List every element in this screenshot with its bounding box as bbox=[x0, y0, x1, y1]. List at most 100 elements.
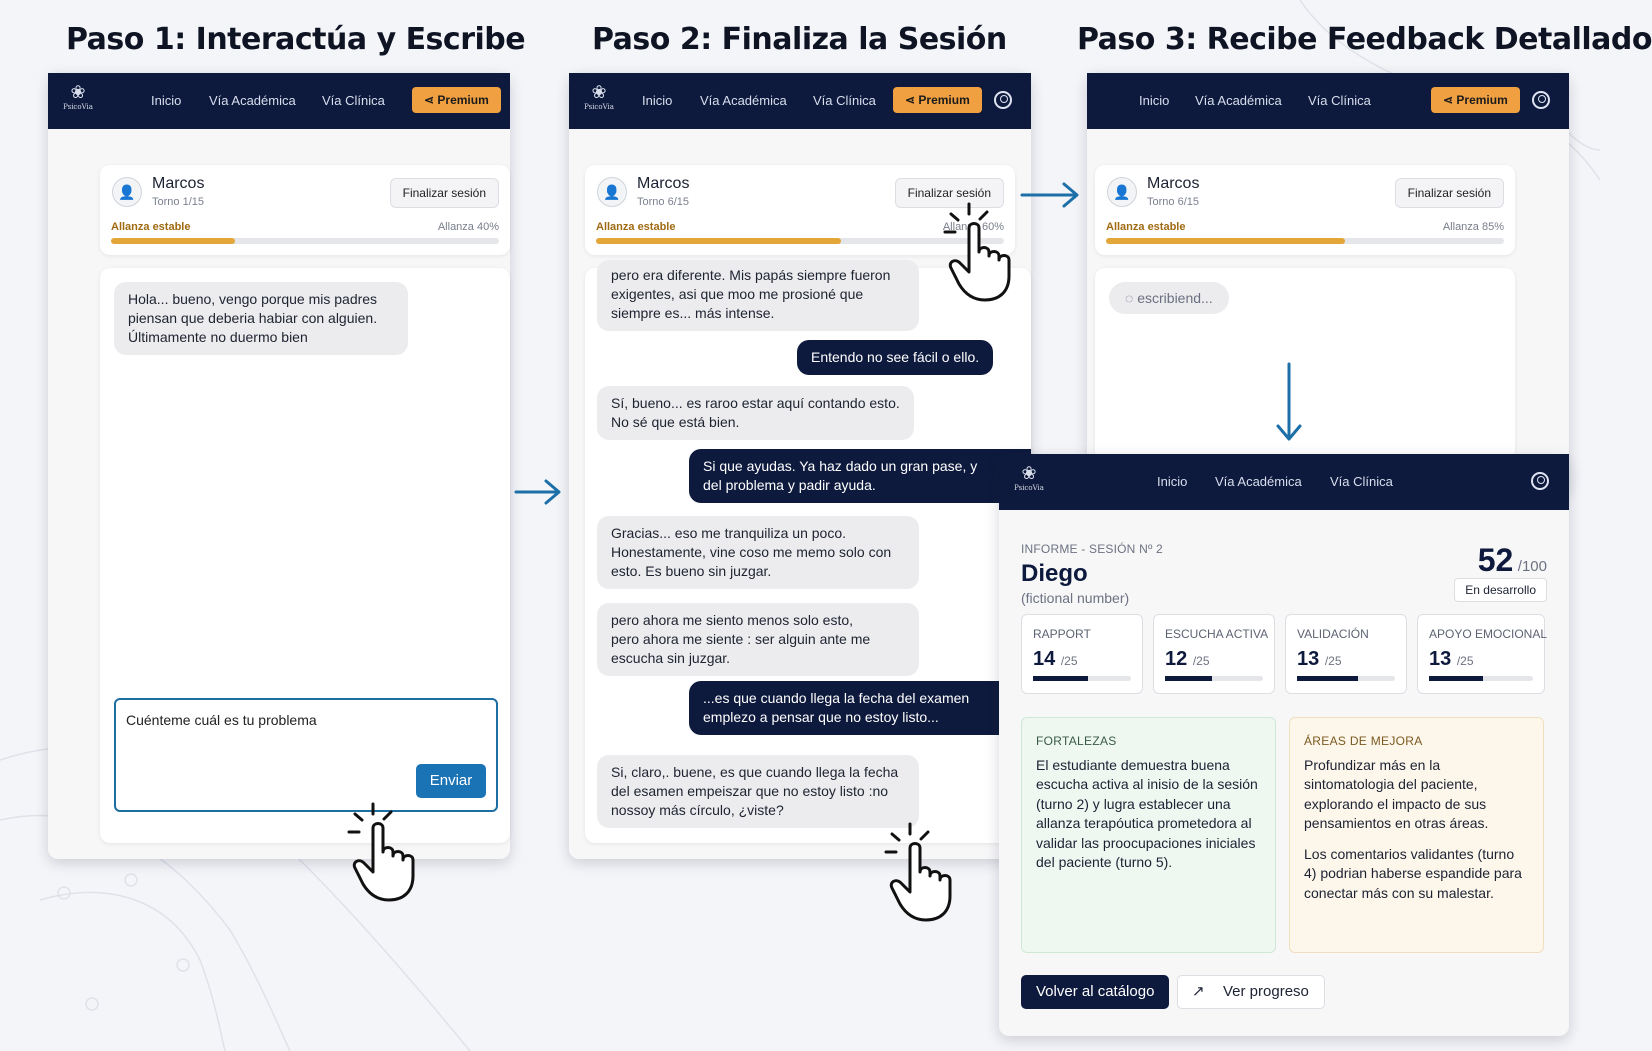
arrow-right-icon bbox=[1020, 182, 1079, 208]
total-score: 52 /100 bbox=[1478, 542, 1547, 579]
metric-bar bbox=[1297, 676, 1395, 681]
step-1-panel: ❀PsicoVia Inicio Vía Académica Vía Clíni… bbox=[48, 73, 510, 859]
alliance-label: Allanza estable bbox=[111, 221, 191, 233]
back-to-catalog-button[interactable]: Volver al catálogo bbox=[1021, 975, 1170, 1009]
turn-counter: Torno 1/15 bbox=[152, 196, 204, 208]
nav-via-academica[interactable]: Vía Académica bbox=[700, 93, 787, 108]
metric-bar-fill bbox=[1429, 676, 1484, 681]
metric-value: 14 /25 bbox=[1033, 648, 1078, 671]
metric-number: 12 bbox=[1165, 648, 1188, 670]
metric-max: /25 bbox=[1324, 654, 1342, 668]
premium-label: Premium bbox=[437, 93, 489, 107]
step-2-title: Paso 2: Finaliza la Sesión bbox=[592, 22, 1007, 57]
premium-button[interactable]: ⋖ Premium bbox=[893, 87, 982, 113]
metric-escucha-activa: ESCUCHA ACTIVA 12 /25 bbox=[1153, 614, 1275, 694]
step-1-title: Paso 1: Interactúa y Escribe bbox=[66, 22, 526, 57]
finish-session-button[interactable]: Finalizar sesión bbox=[894, 178, 1004, 208]
nav-via-academica[interactable]: Vía Académica bbox=[209, 93, 296, 108]
session-header-card: 👤 Marcos Torno 1/15 Finalizar sesión All… bbox=[100, 165, 510, 255]
top-nav: Inicio Vía Académica Vía Clínica ⋖ Premi… bbox=[1087, 73, 1569, 129]
metric-max: /25 bbox=[1456, 654, 1474, 668]
metric-number: 13 bbox=[1297, 648, 1320, 670]
nav-inicio[interactable]: Inicio bbox=[151, 93, 182, 108]
nav-via-academica[interactable]: Vía Académica bbox=[1195, 93, 1282, 108]
step-2-panel: ❀PsicoVia Inicio Vía Académica Vía Clíni… bbox=[569, 73, 1031, 859]
premium-label: Premium bbox=[918, 93, 970, 107]
patient-name: Marcos bbox=[1147, 175, 1200, 192]
chat-area: Hola... bueno, vengo porque mis padres p… bbox=[100, 268, 510, 843]
session-header-card: 👤 Marcos Torno 6/15 Finalizar sesión All… bbox=[585, 165, 1015, 255]
metric-value: 13 /25 bbox=[1429, 648, 1474, 671]
premium-button[interactable]: ⋖ Premium bbox=[412, 87, 501, 113]
alliance-percent: Allanza 40% bbox=[437, 221, 499, 233]
status-badge: En desarrollo bbox=[1454, 578, 1547, 602]
typing-text: escribiend... bbox=[1137, 290, 1213, 306]
nav-via-clinica[interactable]: Vía Clínica bbox=[1308, 93, 1371, 108]
nav-via-clinica[interactable]: Vía Clínica bbox=[813, 93, 876, 108]
metric-value: 12 /25 bbox=[1165, 648, 1210, 671]
psicovia-logo[interactable]: ❀PsicoVia bbox=[61, 83, 95, 111]
metric-label: RAPPORT bbox=[1033, 627, 1091, 641]
patient-name: Marcos bbox=[152, 175, 205, 192]
share-icon: ⋖ bbox=[424, 93, 438, 107]
premium-label: Premium bbox=[1456, 93, 1508, 107]
psicovia-logo[interactable]: ❀PsicoVia bbox=[582, 83, 616, 111]
strengths-box: FORTALEZAS El estudiante demuestra buena… bbox=[1021, 717, 1276, 953]
report-body: INFORME - SESIÓN Nº 2 Diego (fictional n… bbox=[999, 510, 1569, 1036]
metric-number: 13 bbox=[1429, 648, 1452, 670]
nav-via-clinica[interactable]: Vía Clínica bbox=[322, 93, 385, 108]
logo-text: PsicoVia bbox=[1014, 484, 1044, 492]
alliance-bar bbox=[1106, 238, 1504, 244]
metric-max: /25 bbox=[1060, 654, 1078, 668]
improvement-text: Los comentarios validantes (turno 4) pod… bbox=[1304, 845, 1522, 901]
psicovia-logo-icon: ❀ bbox=[70, 82, 86, 102]
alliance-label: Allanza estable bbox=[1106, 221, 1186, 233]
metric-bar bbox=[1033, 676, 1131, 681]
premium-button[interactable]: ⋖ Premium bbox=[1431, 87, 1520, 113]
finish-session-button[interactable]: Finalizar sesión bbox=[389, 178, 499, 208]
metric-apoyo-emocional: APOYO EMOCIONAL 13 /25 bbox=[1417, 614, 1547, 694]
alliance-bar-fill bbox=[596, 238, 841, 244]
improvement-box: ÁREAS DE MEJORA Profundizar más en la si… bbox=[1289, 717, 1544, 953]
avatar-icon: 👤 bbox=[112, 177, 142, 207]
student-message: ...es que cuando llega la fecha del exam… bbox=[689, 681, 1031, 735]
alliance-bar-fill bbox=[1106, 238, 1345, 244]
nav-via-academica[interactable]: Vía Académica bbox=[1215, 474, 1302, 489]
nav-inicio[interactable]: Inicio bbox=[1139, 93, 1170, 108]
metric-label: VALIDACIÓN bbox=[1297, 627, 1369, 641]
improvement-text: Profundizar más en la sintomatologia del… bbox=[1304, 756, 1489, 832]
improvement-title: ÁREAS DE MEJORA bbox=[1304, 734, 1423, 748]
send-button[interactable]: Enviar bbox=[416, 764, 486, 798]
psicovia-logo-icon: ❀ bbox=[591, 82, 607, 102]
logo-text: PsicoVia bbox=[63, 103, 93, 111]
strengths-title: FORTALEZAS bbox=[1036, 734, 1117, 748]
step-3-title: Paso 3: Recibe Feedback Detallado bbox=[1077, 22, 1652, 57]
report-patient-name: Diego bbox=[1021, 560, 1088, 587]
patient-message: Si, claro,. buene, es que cuando llega l… bbox=[597, 755, 919, 828]
nav-inicio[interactable]: Inicio bbox=[1157, 474, 1188, 489]
chat-area: pero era diferente. Mis papás siempre fu… bbox=[585, 260, 1031, 843]
composer-text: Cuénteme cuál es tu problema bbox=[126, 712, 317, 728]
trend-icon: ↗ bbox=[1192, 983, 1205, 1000]
user-icon[interactable] bbox=[1532, 91, 1550, 109]
user-icon[interactable] bbox=[1531, 472, 1549, 490]
feedback-report-panel: ❀PsicoVia Inicio Vía Académica Vía Clíni… bbox=[999, 454, 1569, 1036]
view-progress-button[interactable]: ↗Ver progreso bbox=[1177, 975, 1325, 1009]
spinner-icon: ◌ bbox=[1125, 290, 1138, 306]
psicovia-logo[interactable]: ❀PsicoVia bbox=[1012, 464, 1046, 492]
metric-label: ESCUCHA ACTIVA bbox=[1165, 627, 1269, 641]
student-message: Entendo no see fácil o ello. bbox=[797, 340, 994, 375]
nav-inicio[interactable]: Inicio bbox=[642, 93, 673, 108]
top-nav: ❀PsicoVia Inicio Vía Académica Vía Clíni… bbox=[569, 73, 1031, 129]
pointing-hand-icon bbox=[943, 202, 1011, 302]
share-icon: ⋖ bbox=[1443, 93, 1457, 107]
report-subtitle: (fictional number) bbox=[1021, 590, 1130, 606]
pointing-hand-icon bbox=[347, 802, 415, 902]
finish-session-button[interactable]: Finalizar sesión bbox=[1394, 178, 1504, 208]
score-max: /100 bbox=[1517, 558, 1547, 575]
user-icon[interactable] bbox=[994, 91, 1012, 109]
typing-indicator: ◌ escribiend... bbox=[1109, 282, 1229, 314]
nav-via-clinica[interactable]: Vía Clínica bbox=[1330, 474, 1393, 489]
message-composer[interactable]: Cuénteme cuál es tu problema Enviar bbox=[114, 698, 498, 812]
arrow-right-icon bbox=[514, 479, 561, 505]
